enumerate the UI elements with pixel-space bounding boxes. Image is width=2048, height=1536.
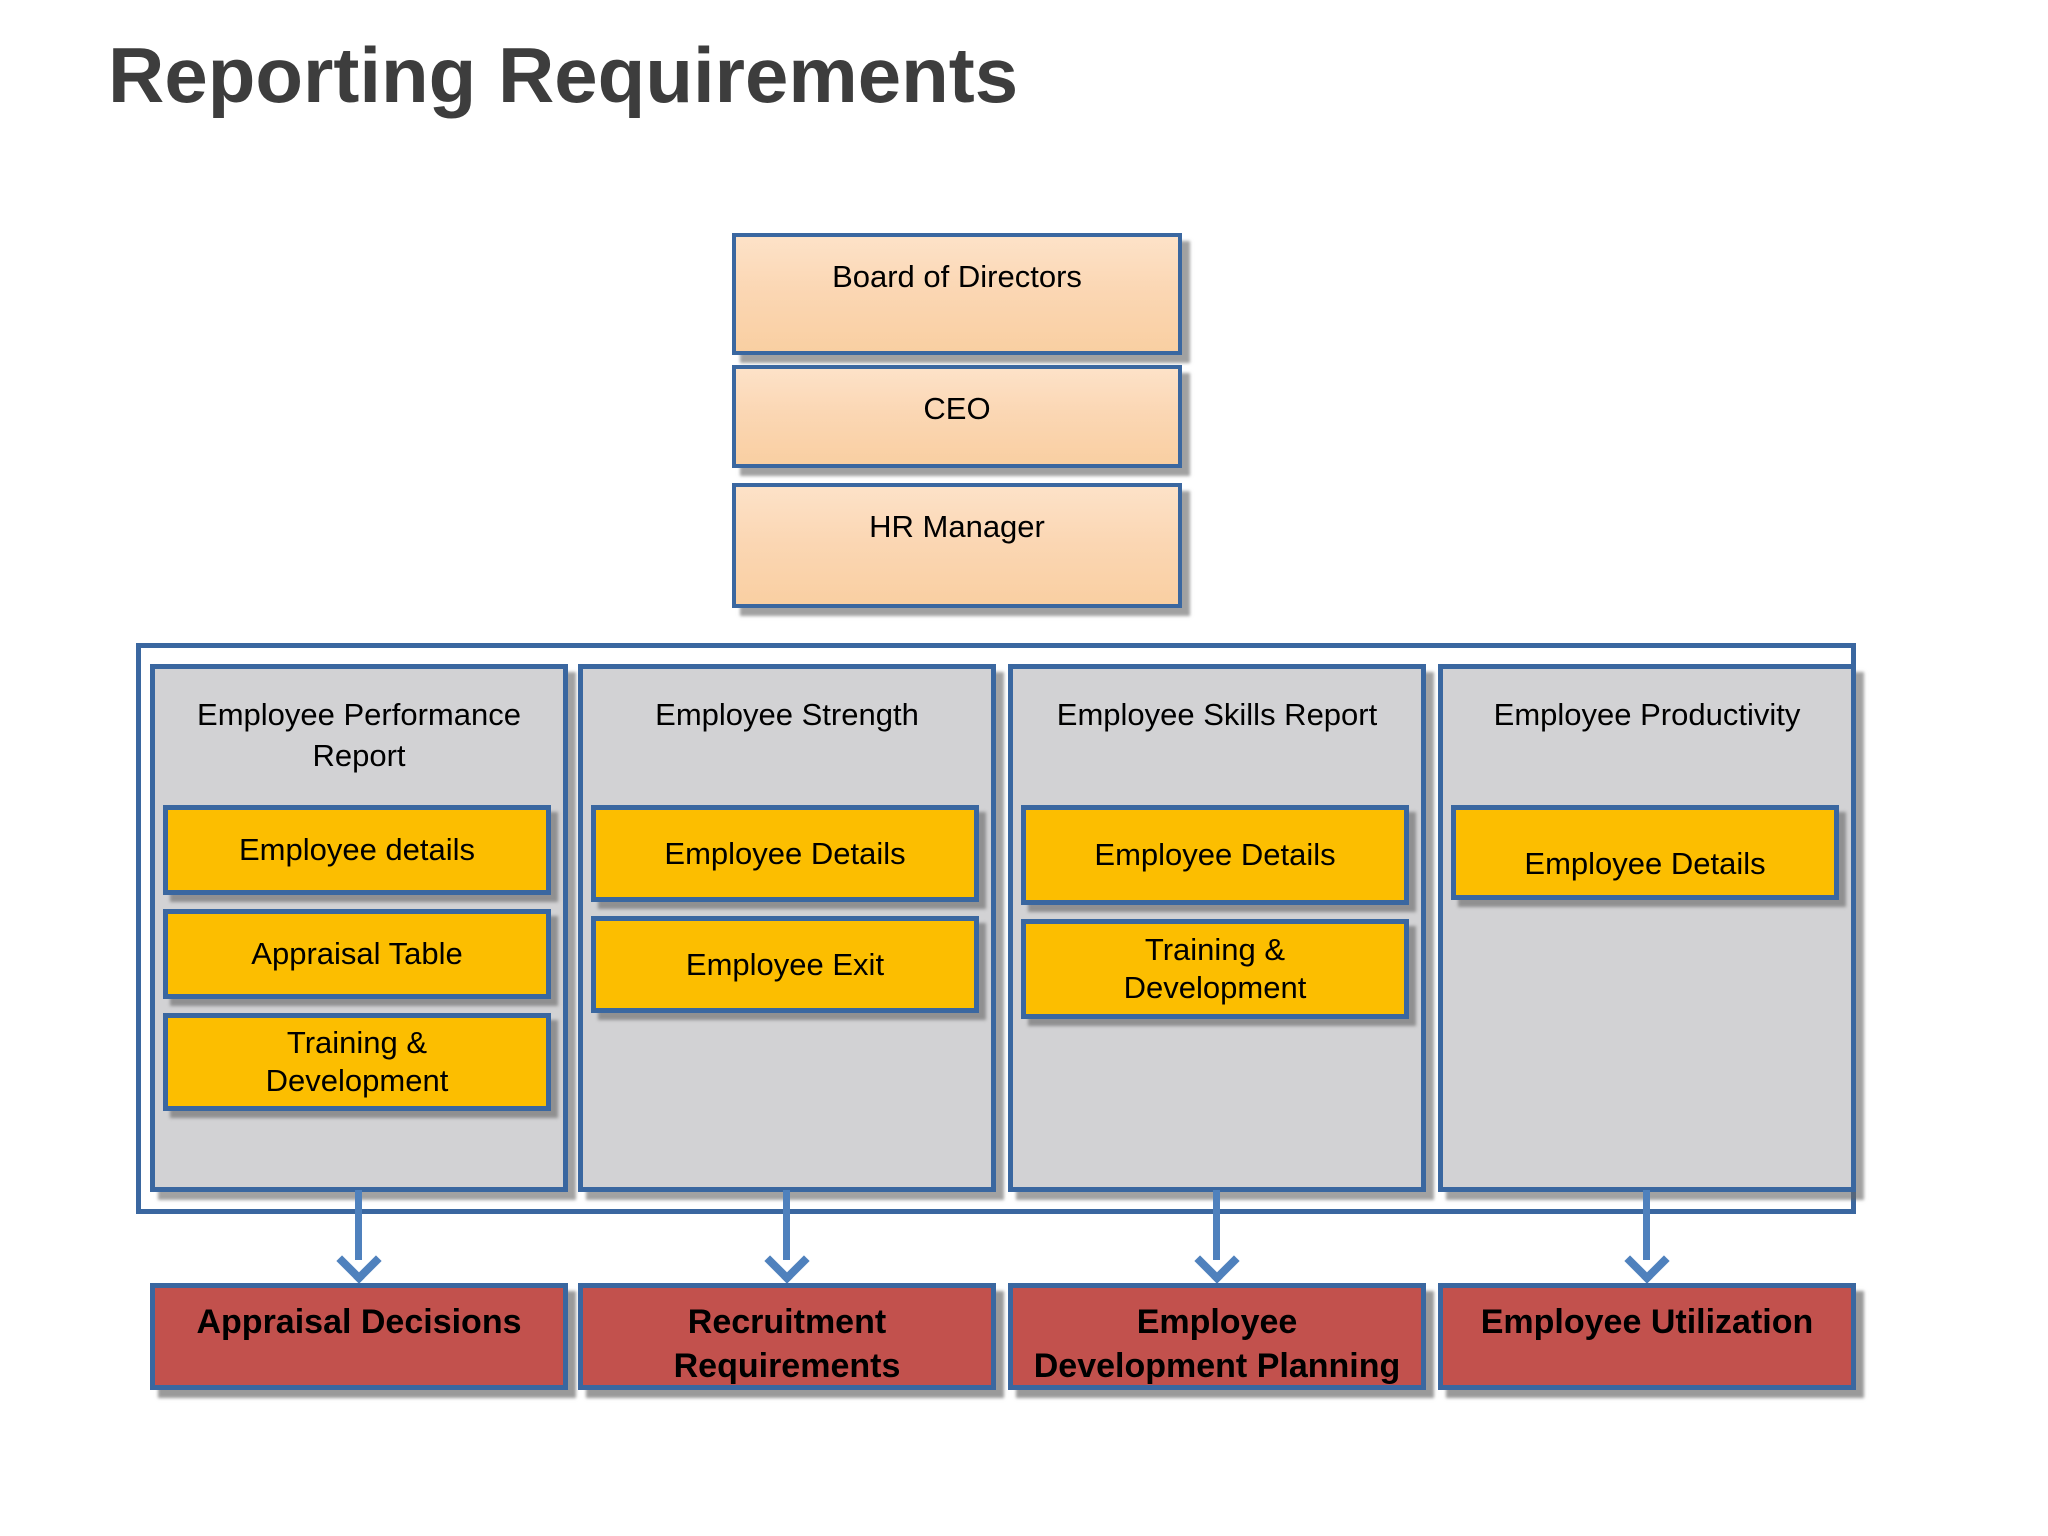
report-column-title: Employee Strength — [655, 697, 919, 732]
org-box-ceo: CEO — [732, 365, 1182, 468]
arrowhead-icon — [764, 1238, 810, 1284]
output-box-recruitment-requirements: Recruitment Requirements — [578, 1283, 996, 1390]
output-box-appraisal-decisions: Appraisal Decisions — [150, 1283, 568, 1390]
report-item-label: Employee Exit — [685, 946, 885, 982]
output-box-employee-utilization: Employee Utilization — [1438, 1283, 1856, 1390]
arrow-shaft — [783, 1190, 790, 1260]
report-item-label: Employee details — [238, 832, 476, 868]
arrow-shaft — [355, 1190, 362, 1260]
report-column-title: Employee Productivity — [1493, 697, 1801, 732]
report-column-employee-performance-report: Employee Performance Report Employee det… — [150, 664, 568, 1192]
report-items: Employee Details Training & Development — [1021, 805, 1409, 1019]
report-column-employee-strength: Employee Strength Employee Details Emplo… — [578, 664, 996, 1192]
report-column-title: Employee Skills Report — [1056, 697, 1378, 732]
arrowhead-icon — [1194, 1238, 1240, 1284]
report-item: Training & Development — [163, 1013, 551, 1111]
org-box-label: HR Manager — [869, 509, 1045, 544]
report-item: Appraisal Table — [163, 909, 551, 999]
arrow-shaft — [1213, 1190, 1220, 1260]
report-item: Employee Details — [1021, 805, 1409, 905]
report-column-employee-skills-report: Employee Skills Report Employee Details … — [1008, 664, 1426, 1192]
report-item-label: Employee Details — [1524, 846, 1766, 882]
output-box-label: Employee Development Planning — [1033, 1303, 1401, 1386]
arrowhead-icon — [336, 1238, 382, 1284]
report-item-label: Employee Details — [664, 835, 906, 871]
output-box-label: Recruitment Requirements — [673, 1303, 901, 1386]
output-box-employee-development-planning: Employee Development Planning — [1008, 1283, 1426, 1390]
report-item-label: Training & Development — [265, 1025, 449, 1098]
report-item: Employee Exit — [591, 916, 979, 1013]
report-column-title: Employee Performance Report — [197, 697, 521, 773]
report-items: Employee Details Employee Exit — [591, 805, 979, 1013]
report-item: Employee Details — [1451, 805, 1839, 900]
org-box-label: CEO — [923, 391, 991, 426]
report-item: Training & Development — [1021, 919, 1409, 1019]
output-box-label: Appraisal Decisions — [196, 1303, 522, 1341]
report-items: Employee Details — [1451, 805, 1839, 900]
report-item-label: Training & Development — [1123, 932, 1307, 1005]
org-box-hr-manager: HR Manager — [732, 483, 1182, 608]
org-box-board-of-directors: Board of Directors — [732, 233, 1182, 355]
report-item: Employee Details — [591, 805, 979, 902]
page-title: Reporting Requirements — [108, 31, 1019, 119]
arrowhead-icon — [1624, 1238, 1670, 1284]
report-item-label: Employee Details — [1094, 837, 1336, 873]
arrow-shaft — [1643, 1190, 1650, 1260]
report-item: Employee details — [163, 805, 551, 895]
output-box-label: Employee Utilization — [1480, 1303, 1814, 1341]
org-box-label: Board of Directors — [832, 259, 1082, 294]
report-item-label: Appraisal Table — [251, 936, 463, 972]
report-items: Employee details Appraisal Table Trainin… — [163, 805, 551, 1111]
report-column-employee-productivity: Employee Productivity Employee Details — [1438, 664, 1856, 1192]
